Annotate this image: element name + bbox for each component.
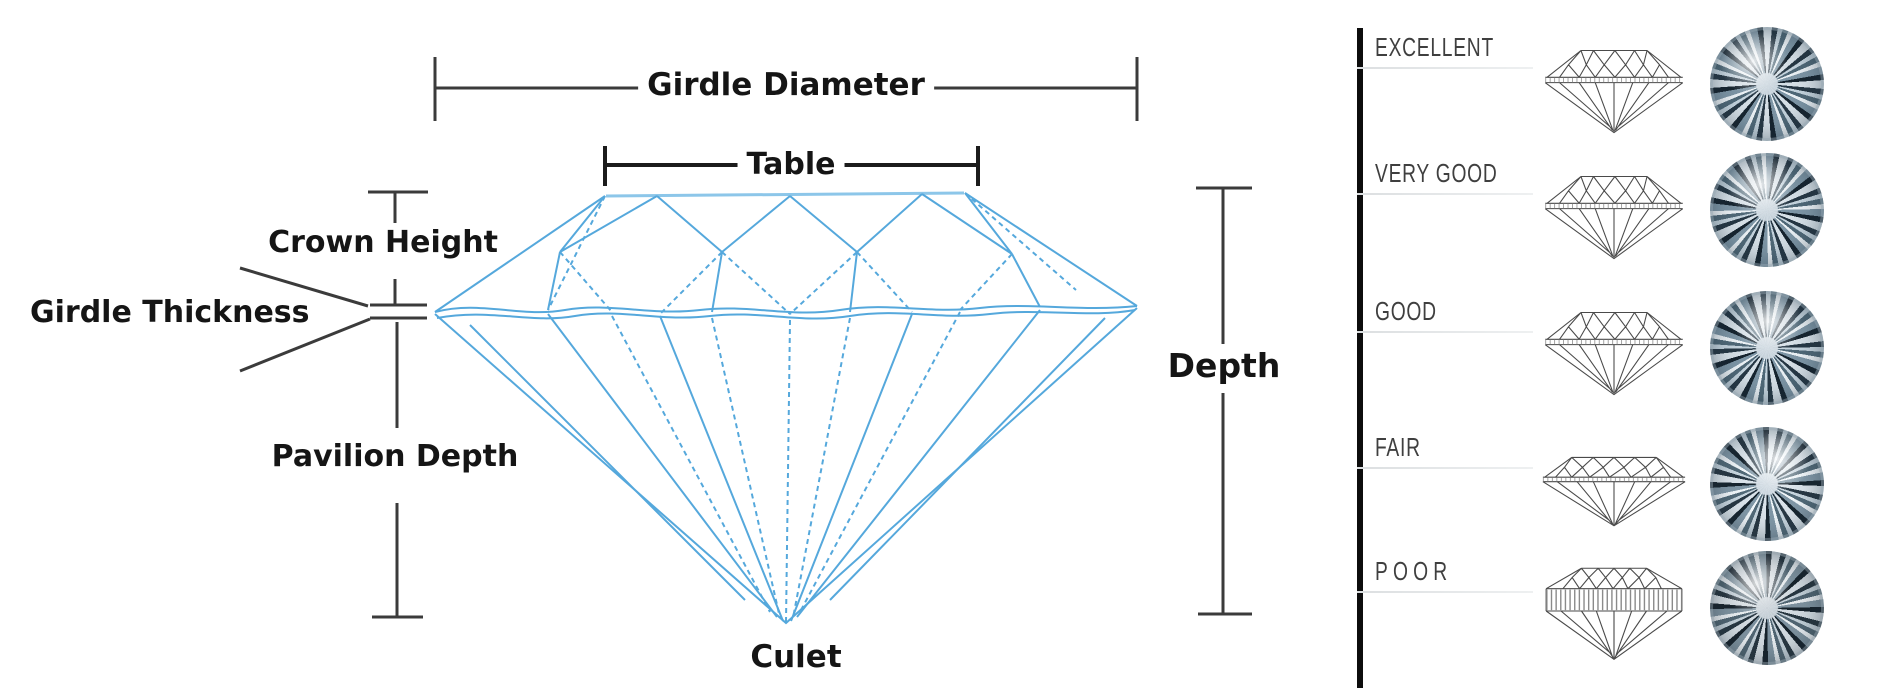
diamond-photo [1688,269,1846,427]
diamond-wireframe [434,191,1138,625]
crown-height-label: Crown Height [259,226,507,259]
diamond-photo [1701,542,1833,674]
vertical-divider-bar [1357,28,1363,688]
grade-row-poor: POOR [1357,542,1882,674]
diamond-anatomy-diagram: Girdle Diameter Table Crown Height Girdl… [30,57,1290,675]
grade-rule [1357,193,1533,195]
depth-label: Depth [1158,347,1290,385]
diamond-photo [1695,138,1839,282]
table-label: Table [737,148,845,181]
measure-lines [239,57,1252,619]
grade-row-very-good: VERY GOOD [1357,138,1882,282]
cut-grade-scale: EXCELLENT VERY GOOD [1357,0,1882,700]
cut-profile-sketch-shallow [1542,456,1686,527]
grade-label: GOOD [1375,296,1437,326]
grade-label: VERY GOOD [1375,158,1498,188]
grade-rule [1357,591,1533,593]
grade-rule [1357,67,1533,69]
girdle-thickness-label: Girdle Thickness [30,295,310,330]
culet-label: Culet [741,640,851,674]
cut-profile-sketch-ideal [1544,175,1684,260]
diamond-photo [1686,403,1848,565]
grade-label: FAIR [1375,432,1421,462]
cut-profile-sketch-ideal [1544,311,1684,396]
grade-rule [1357,467,1533,469]
pavilion-depth-label: Pavilion Depth [262,440,528,473]
diamond-photo [1710,27,1824,141]
cut-profile-sketch-ideal [1544,49,1684,134]
cut-profile-sketch-thick-girdle [1545,567,1683,661]
anatomy-lines [239,57,1252,625]
grade-label: POOR [1375,556,1453,586]
girdle-diameter-label: Girdle Diameter [638,68,934,102]
grade-row-fair: FAIR [1357,403,1882,565]
grade-row-excellent: EXCELLENT [1357,20,1882,148]
grade-row-good: GOOD [1357,269,1882,427]
grade-label: EXCELLENT [1375,32,1494,62]
grade-rule [1357,331,1533,333]
